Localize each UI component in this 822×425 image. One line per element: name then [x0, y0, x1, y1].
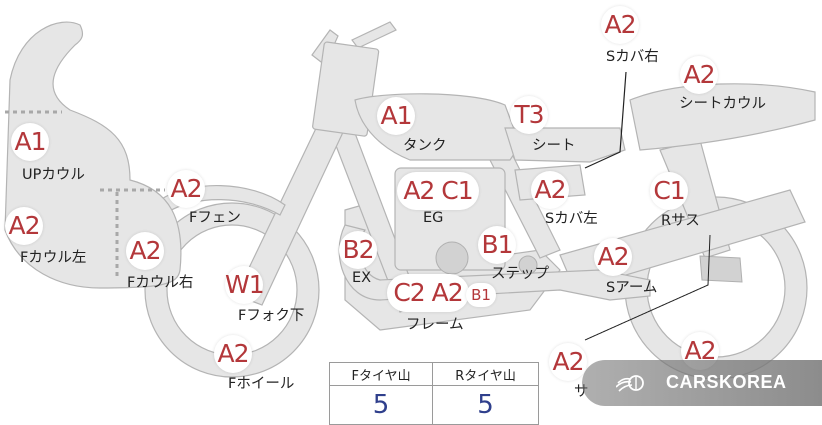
rear-tire-value: 5	[432, 385, 539, 425]
label-r-sus: Rサス	[661, 213, 700, 229]
label-s-arm: Sアーム	[606, 280, 658, 296]
grade-badge-s-cover-left: A2	[531, 171, 569, 209]
grade-badge-frame-small: B1	[466, 283, 496, 307]
grade-badge-frame: C2 A2	[387, 274, 469, 312]
grade-badge-s-arm: A2	[594, 238, 632, 276]
grade-badge-f-cowl-left: A2	[5, 207, 43, 245]
grade-badge-ex: B2	[339, 231, 377, 269]
grade-badge-f-fender: A2	[167, 170, 205, 208]
grade-badge-up-cowl: A1	[11, 123, 49, 161]
grade-badge-f-wheel: A2	[214, 335, 252, 373]
label-tank: タンク	[403, 138, 447, 154]
front-tire-header: Fタイヤ山	[328, 362, 434, 386]
step-peg-shape	[518, 255, 538, 275]
leader-line-s-cover-right	[584, 71, 627, 169]
label-f-cowl-right: Fカウル右	[127, 275, 194, 291]
label-f-fork-lower: Fフォク下	[238, 308, 305, 324]
carskorea-flame-logo-icon	[616, 375, 644, 392]
label-ex: EX	[352, 270, 372, 286]
grade-badge-muffler: A2	[549, 343, 587, 381]
label-s-cover-right: Sカバ右	[606, 49, 659, 65]
label-step: ステップ	[491, 266, 549, 282]
brand-name: CARSKOREA	[666, 372, 787, 392]
grade-badge-f-cowl-right: A2	[126, 232, 164, 270]
grade-badge-s-cover-right: A2	[601, 6, 639, 44]
grade-badge-eg: A2 C1	[397, 172, 479, 210]
label-f-cowl-left: Fカウル左	[20, 250, 87, 266]
seat-shape	[504, 127, 626, 163]
muffler-tip-shape	[699, 255, 743, 283]
grade-badge-seat: T3	[510, 96, 548, 134]
label-eg: EG	[423, 210, 444, 226]
label-s-cover-left: Sカバ左	[545, 211, 598, 227]
grade-badge-r-sus: C1	[650, 172, 688, 210]
handlebar-shape-2	[351, 21, 397, 49]
engine-cover-shape	[435, 241, 469, 275]
grade-badge-step: B1	[478, 226, 516, 264]
label-f-wheel: Fホイール	[228, 376, 295, 392]
tire-tread-table: Fタイヤ山 Rタイヤ山 5 5	[328, 362, 539, 425]
grade-badge-tank: A1	[377, 97, 415, 135]
front-cowl-shape	[4, 21, 182, 289]
front-tire-value: 5	[328, 385, 434, 425]
label-f-fender: Fフェン	[189, 210, 241, 226]
label-frame: フレーム	[406, 317, 464, 333]
grade-badge-seat-cowl: A2	[680, 56, 718, 94]
rear-tire-header: Rタイヤ山	[432, 362, 539, 386]
label-up-cowl: UPカウル	[22, 167, 85, 183]
carskorea-watermark: CARSKOREA	[582, 360, 822, 406]
label-seat-cowl: シートカウル	[679, 96, 766, 112]
leader-line-muffler	[584, 234, 711, 341]
grade-badge-f-fork-lower: W1	[225, 266, 265, 304]
label-seat: シート	[532, 138, 576, 154]
